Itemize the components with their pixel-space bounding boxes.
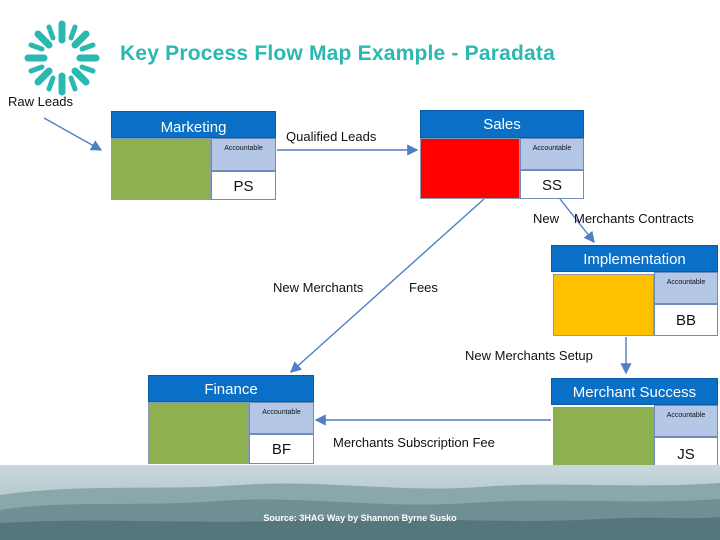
- logo-icon: [24, 20, 100, 96]
- node-finance-label: Finance: [148, 375, 314, 402]
- node-marketing-initials: PS: [211, 171, 276, 200]
- edge-label-new-merchants-fees-1: New Merchants: [273, 280, 364, 295]
- landscape-image: [0, 465, 720, 540]
- node-sales-label: Sales: [420, 110, 584, 138]
- node-finance: Finance Accountable BF: [148, 375, 314, 464]
- footer-source-text: Source: 3HAG Way by Shannon Byrne Susko: [263, 513, 457, 523]
- node-finance-status-fill: [148, 402, 249, 464]
- node-implementation-status-fill: [553, 274, 654, 336]
- footer-banner: Source: 3HAG Way by Shannon Byrne Susko: [0, 465, 720, 540]
- node-implementation-accountable: Accountable: [654, 272, 718, 304]
- edge-label-raw-leads: Raw Leads: [8, 94, 74, 109]
- node-merchant-success-label: Merchant Success: [551, 378, 718, 405]
- edge-label-new-merchants-contracts-1: New: [533, 211, 560, 226]
- node-marketing-accountable: Accountable: [211, 138, 276, 171]
- node-implementation: Implementation Accountable BB: [551, 245, 718, 336]
- node-sales-initials: SS: [520, 170, 584, 199]
- arrow-new-merchants-fees: [289, 198, 485, 373]
- node-marketing-label: Marketing: [111, 111, 276, 138]
- node-implementation-label: Implementation: [551, 245, 718, 272]
- edge-label-qualified-leads: Qualified Leads: [286, 129, 377, 144]
- edge-label-new-merchants-setup: New Merchants Setup: [465, 348, 593, 363]
- page-title: Key Process Flow Map Example - Paradata: [120, 42, 555, 65]
- node-finance-accountable: Accountable: [249, 402, 314, 434]
- node-implementation-initials: BB: [654, 304, 718, 336]
- edge-label-merchants-subscription-fee: Merchants Subscription Fee: [333, 435, 495, 450]
- node-marketing-status-fill: [111, 138, 211, 200]
- node-sales-accountable: Accountable: [520, 138, 584, 170]
- edge-label-new-merchants-contracts-2: Merchants Contracts: [574, 211, 694, 226]
- edge-label-new-merchants-fees-2: Fees: [409, 280, 438, 295]
- node-sales-status-fill: [420, 138, 520, 199]
- node-finance-initials: BF: [249, 434, 314, 464]
- node-marketing: Marketing Accountable PS: [111, 111, 276, 200]
- node-merchant-success: Merchant Success Accountable JS: [551, 378, 718, 470]
- node-merchant-success-initials: JS: [654, 437, 718, 470]
- node-sales: Sales Accountable SS: [420, 110, 584, 199]
- node-merchant-success-status-fill: [553, 407, 654, 470]
- arrow-raw-leads: [43, 117, 103, 151]
- arrow-new-merchants-contracts: [559, 198, 595, 244]
- node-merchant-success-accountable: Accountable: [654, 405, 718, 437]
